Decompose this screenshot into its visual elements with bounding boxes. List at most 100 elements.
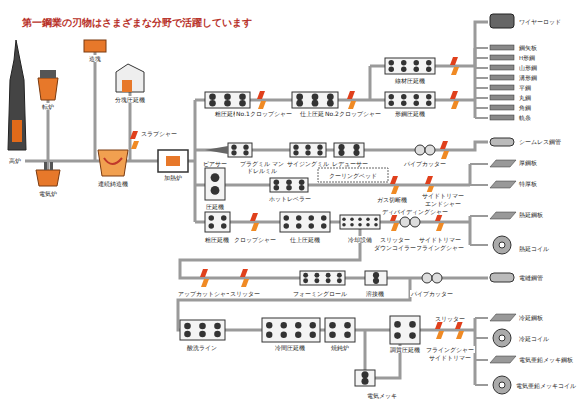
machine-icons bbox=[130, 14, 516, 394]
rolling-mill bbox=[390, 316, 420, 344]
shear-blade bbox=[201, 279, 209, 287]
equipment-label: 溶接機 bbox=[365, 290, 385, 297]
equipment-label: 線材圧延機 bbox=[394, 77, 426, 84]
roll bbox=[344, 322, 351, 329]
equipment-label: 冷却設備 bbox=[347, 236, 373, 243]
roll bbox=[344, 332, 351, 339]
roll bbox=[401, 60, 407, 66]
shear-blade bbox=[456, 331, 464, 339]
section-product bbox=[490, 95, 514, 100]
product-label: ワイヤーロッド bbox=[518, 19, 562, 26]
product-label: 丸鋼 bbox=[518, 95, 532, 102]
branch-line bbox=[475, 47, 488, 49]
roll bbox=[296, 93, 303, 100]
rolling-mill bbox=[334, 143, 364, 157]
shear-blade bbox=[258, 101, 266, 109]
shear-blade bbox=[240, 269, 248, 277]
shear-blade bbox=[436, 223, 444, 231]
roll bbox=[414, 100, 420, 106]
equipment-label: 電気メッキ bbox=[366, 392, 398, 399]
roll bbox=[401, 94, 407, 100]
roll bbox=[350, 223, 354, 227]
roll bbox=[310, 332, 316, 338]
roll bbox=[295, 332, 301, 338]
section-product bbox=[490, 75, 514, 80]
product-label: 軌条 bbox=[518, 115, 532, 122]
roll bbox=[266, 332, 272, 338]
roll bbox=[366, 217, 370, 221]
equipment-label: ディバイディングシャー bbox=[381, 208, 449, 215]
section-product bbox=[490, 85, 514, 90]
roll bbox=[281, 332, 287, 338]
roll bbox=[366, 223, 370, 227]
equipment-label: スリッター bbox=[379, 236, 411, 243]
roll bbox=[281, 322, 287, 328]
product-label: シームレス鋼管 bbox=[518, 139, 562, 146]
plate-product bbox=[490, 314, 516, 321]
roll bbox=[337, 273, 342, 278]
shear-blade bbox=[390, 176, 398, 184]
roll bbox=[426, 66, 432, 72]
roll bbox=[303, 273, 308, 278]
roll bbox=[239, 100, 246, 107]
roll bbox=[373, 272, 379, 278]
branch-line bbox=[475, 337, 488, 339]
section-product bbox=[490, 115, 514, 120]
section-product bbox=[490, 55, 514, 60]
shear-blade bbox=[131, 141, 139, 149]
product-label: 特厚板 bbox=[518, 181, 538, 188]
coil-eye bbox=[499, 382, 505, 388]
roll bbox=[321, 223, 327, 229]
product-label: 電気亜鉛メッキ鋼板 bbox=[518, 357, 574, 364]
shear-blade bbox=[130, 131, 138, 139]
roll bbox=[326, 273, 331, 278]
branch-line bbox=[475, 67, 488, 69]
roll bbox=[338, 150, 344, 156]
roll bbox=[389, 60, 395, 66]
product-label: 熱延コイル bbox=[518, 246, 550, 253]
branch-line bbox=[475, 57, 488, 59]
shear-blade bbox=[250, 213, 258, 221]
roll bbox=[184, 331, 191, 338]
roll bbox=[358, 223, 362, 227]
roll bbox=[284, 223, 290, 229]
equipment-label: 形鋼圧延機 bbox=[394, 110, 426, 117]
section-product bbox=[490, 45, 514, 50]
shear-blade bbox=[440, 141, 448, 149]
equipment-label: サイドトリマー bbox=[421, 192, 465, 199]
roll bbox=[221, 215, 227, 221]
shear-blade bbox=[450, 91, 458, 99]
shear-blade bbox=[451, 67, 459, 75]
plate-product bbox=[490, 181, 516, 188]
coil-product bbox=[493, 376, 511, 394]
equipment-label: スラブシャー bbox=[140, 130, 178, 137]
equipment-label: エンドシャー bbox=[424, 200, 462, 207]
product-label: 電気亜鉛メッキコイル bbox=[515, 383, 577, 390]
roll bbox=[199, 323, 206, 330]
roll bbox=[414, 60, 420, 66]
roll bbox=[426, 100, 432, 106]
equipment-label: 酸洗ライン bbox=[186, 344, 218, 351]
branch-line bbox=[470, 215, 488, 217]
roll bbox=[317, 145, 322, 150]
roll bbox=[329, 332, 336, 339]
section-product bbox=[490, 65, 514, 70]
roll bbox=[296, 223, 302, 229]
roll bbox=[374, 223, 378, 227]
rolling-mill bbox=[300, 271, 345, 285]
equipment-label: 圧延機 bbox=[205, 203, 225, 210]
shear-blade bbox=[425, 176, 433, 184]
equipment-label: ホットレベラー bbox=[268, 195, 312, 202]
roll bbox=[401, 100, 407, 106]
rolling-mill bbox=[280, 212, 330, 232]
equipment-label: フォーミングロール bbox=[292, 290, 348, 297]
roll bbox=[401, 66, 407, 72]
equipment-label: 分塊圧延機 bbox=[114, 96, 146, 103]
roll bbox=[293, 145, 298, 150]
rolling-mill bbox=[262, 318, 320, 342]
roll bbox=[426, 60, 432, 66]
cutter-disc bbox=[425, 145, 435, 155]
equipment-label: スリッター bbox=[229, 290, 261, 297]
branch-line bbox=[475, 317, 488, 319]
plate-product bbox=[490, 160, 516, 167]
